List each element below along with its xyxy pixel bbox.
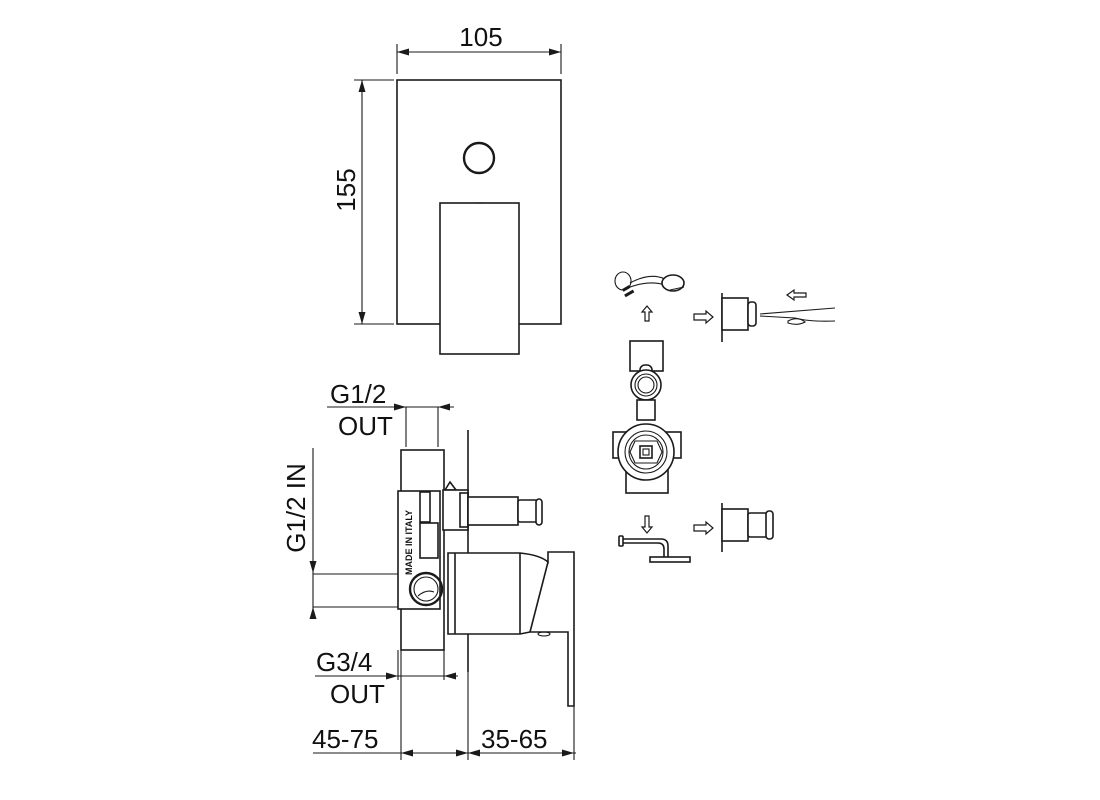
valve-body bbox=[397, 490, 441, 610]
width-dim-label: 105 bbox=[459, 22, 502, 52]
height-dim-label: 155 bbox=[331, 168, 361, 211]
hand-shower-icon bbox=[614, 271, 685, 298]
valve-cartridge-icon bbox=[612, 340, 682, 494]
arrow-right-icon bbox=[693, 309, 714, 325]
depth-right-label: 35-65 bbox=[481, 724, 548, 754]
overhead-shower-icon bbox=[618, 535, 691, 563]
side-view: G1/2 OUT G1/2 IN MADE IN ITALY bbox=[281, 379, 576, 760]
arrow-right-icon bbox=[693, 520, 714, 536]
pull-button-icon bbox=[721, 288, 836, 342]
height-dimension: 155 bbox=[331, 79, 394, 325]
depth-left-label: 45-75 bbox=[312, 724, 379, 754]
arrow-up-icon bbox=[640, 305, 654, 322]
top-outlet-type-label: OUT bbox=[338, 411, 393, 441]
push-button-icon bbox=[721, 503, 774, 552]
diverter-button-icon bbox=[462, 141, 496, 175]
top-outlet-size-label: G1/2 bbox=[330, 379, 386, 409]
width-dimension: 105 bbox=[396, 22, 562, 74]
inlet-label: G1/2 IN bbox=[281, 463, 311, 553]
front-view: 105 155 bbox=[331, 22, 562, 355]
arrow-down-icon bbox=[640, 515, 654, 534]
diverter-diagram bbox=[612, 271, 836, 563]
lever-handle bbox=[439, 202, 520, 355]
bottom-outlet-type-label: OUT bbox=[330, 679, 385, 709]
bottom-outlet-size-label: G3/4 bbox=[316, 647, 372, 677]
lever-side-profile bbox=[447, 551, 575, 707]
diverter-stem bbox=[467, 496, 519, 526]
made-in-italy-marking: MADE IN ITALY bbox=[404, 510, 414, 575]
inlet-connection-icon bbox=[408, 571, 444, 607]
